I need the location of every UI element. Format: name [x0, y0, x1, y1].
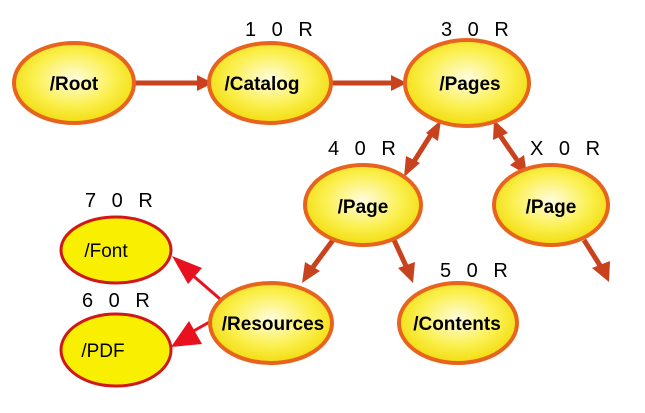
arrowhead-page2-continuation — [592, 261, 610, 282]
node-pages-label: /Pages — [439, 74, 500, 95]
arrowhead-page1-contents — [398, 262, 415, 283]
node-root[interactable]: /Root — [12, 41, 136, 125]
ref-label-page-right: X 0 R — [530, 138, 605, 160]
node-page-right-label: /Page — [526, 197, 577, 218]
node-font[interactable]: /Font — [59, 215, 173, 285]
node-root-label: /Root — [50, 74, 99, 95]
ref-label-catalog: 1 0 R — [245, 19, 318, 41]
node-font-label: /Font — [84, 241, 128, 262]
node-contents[interactable]: /Contents — [397, 281, 519, 365]
edge-pages-page2 — [496, 132, 520, 162]
arrowhead-root-catalog — [197, 75, 213, 91]
ref-label-pages: 3 0 R — [441, 19, 514, 41]
nodes: /Root /Catalog /Pages /Page /Page /Resou — [12, 38, 610, 388]
ref-label-pdf: 6 0 R — [82, 290, 155, 312]
edge-page1-contents — [391, 238, 409, 268]
ref-label-page-left: 4 0 R — [328, 138, 401, 160]
arrowhead-pages-page1-top — [426, 120, 441, 141]
node-page-left-label: /Page — [338, 197, 389, 218]
arrowhead-resources-font — [172, 256, 202, 284]
edge-page2-continuation — [581, 238, 604, 269]
arrowhead-page1-resources — [302, 262, 320, 283]
node-catalog[interactable]: /Catalog — [207, 41, 333, 125]
node-contents-label: /Contents — [413, 314, 501, 335]
edge-resources-font — [189, 271, 221, 301]
arrowhead-pages-page2-top — [493, 120, 508, 140]
node-pdf[interactable]: /PDF — [59, 312, 173, 388]
ref-labels: 1 0 R 3 0 R 4 0 R X 0 R 5 0 R 7 0 R 6 0 … — [82, 19, 605, 312]
ref-label-font: 7 0 R — [85, 190, 158, 212]
node-page-right[interactable]: /Page — [492, 163, 610, 247]
node-catalog-label: /Catalog — [225, 74, 300, 95]
edge-page1-resources — [310, 238, 336, 269]
arrowhead-catalog-pages — [391, 75, 407, 91]
ref-label-contents: 5 0 R — [440, 260, 513, 282]
node-pages[interactable]: /Pages — [403, 38, 531, 128]
node-pdf-label: /PDF — [81, 341, 124, 362]
arrowhead-resources-pdf — [171, 321, 202, 347]
edge-pages-page1 — [410, 131, 435, 165]
arrowhead-pages-page1-bottom — [404, 156, 420, 177]
node-page-left[interactable]: /Page — [303, 163, 423, 247]
node-resources-label: /Resources — [222, 314, 324, 335]
node-resources[interactable]: /Resources — [208, 281, 334, 365]
